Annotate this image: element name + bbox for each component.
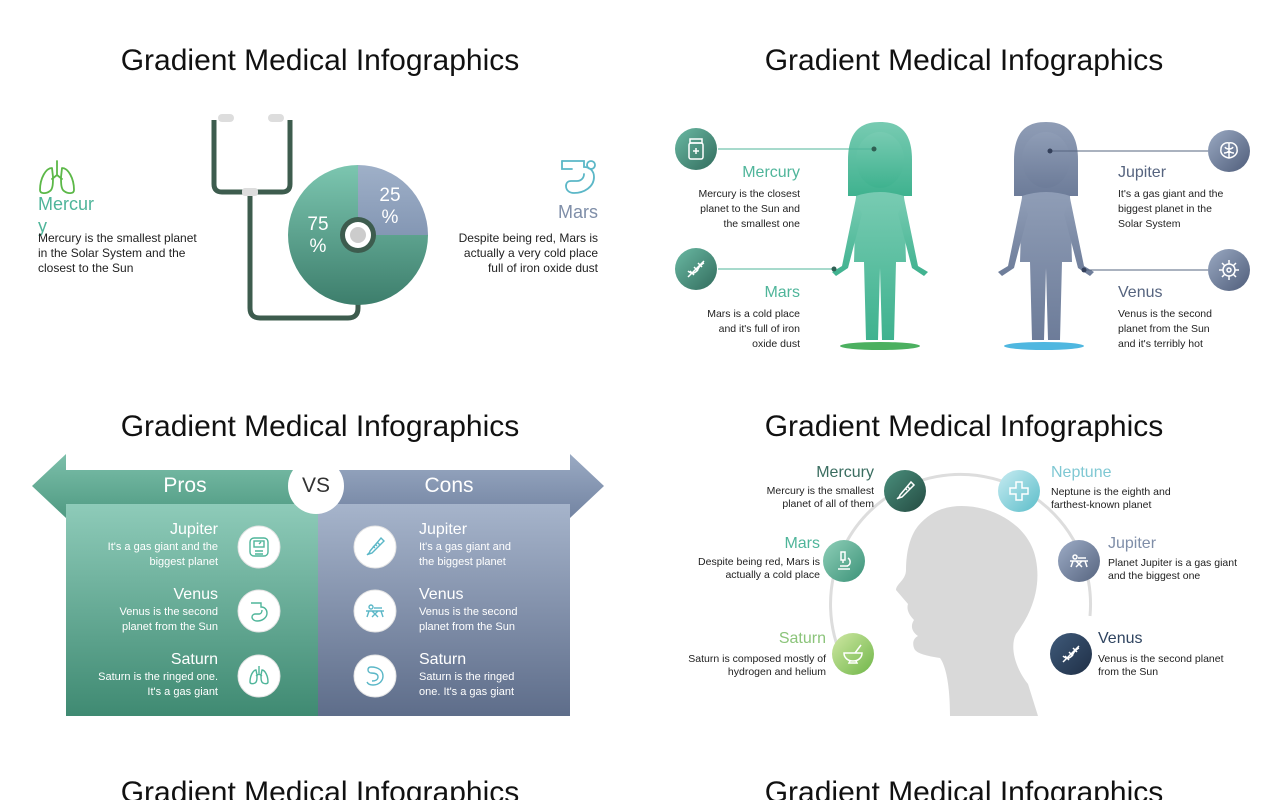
thermometer-icon (896, 480, 916, 500)
pros-item-3-title: Saturn (170, 651, 218, 668)
jupiter-text: Planet Jupiter is a gas giant and the bi… (1108, 557, 1237, 582)
slide-human-figures[interactable]: Gradient Medical Infographics (644, 0, 1280, 366)
brain-icon (1220, 142, 1238, 159)
pie-label-25: 25 % (379, 185, 401, 228)
lungs-icon (249, 666, 269, 685)
earpiece-right (268, 114, 284, 122)
slide-stethoscope[interactable]: Gradient Medical Infographics Mercur y M… (0, 0, 640, 366)
jupiter-title: Jupiter (1118, 164, 1167, 181)
stretcher-icon (366, 604, 384, 618)
female-figure-teal (832, 122, 928, 350)
virus-icon (1219, 260, 1239, 280)
pie-slice-25 (358, 165, 428, 235)
saturn-title: Saturn (778, 630, 826, 647)
slide-title: Gradient Medical Infographics (764, 776, 1164, 800)
dna-icon (1062, 645, 1080, 663)
stretcher-icon (1070, 554, 1088, 568)
mercury-title: Mercury (816, 464, 874, 481)
mercury-text: Mercury is the smallest planet in the So… (38, 231, 197, 275)
slide-partial-left[interactable]: Gradient Medical Infographics (0, 732, 640, 800)
pros-item-2-text: Venus is the second planet from the Sun (119, 606, 218, 633)
slide-head-profile[interactable]: Gradient Medical Infographics Mercury Me… (644, 366, 1280, 732)
mars-text: Mars is a cold place and it's full of ir… (707, 308, 800, 350)
mercury-text: Mercury is the smallest planet of all of… (766, 485, 874, 510)
jupiter-title: Jupiter (1108, 535, 1157, 552)
stomach-icon (561, 160, 596, 194)
slide-title: Gradient Medical Infographics (120, 776, 520, 800)
dna-icon (687, 260, 705, 278)
cons-item-2-title: Venus (419, 586, 464, 603)
cons-item-3-text: Saturn is the ringed one. It's a gas gia… (419, 671, 515, 698)
venus-text: Venus is the second planet from the Sun … (1118, 308, 1212, 350)
intestine-icon (366, 666, 384, 686)
vs-label: VS (301, 474, 330, 497)
jupiter-text: It's a gas giant and the biggest planet … (1118, 188, 1224, 230)
pie-label-75: 75 % (307, 214, 329, 257)
figures-graphic (675, 122, 1250, 350)
pros-item-1-text: It's a gas giant and the biggest planet (107, 541, 218, 568)
lungs-icon (39, 160, 75, 195)
pros-item-3-text: Saturn is the ringed one. It's a gas gia… (98, 671, 218, 698)
pros-item-1-title: Jupiter (169, 521, 218, 538)
mercury-title: Mercur y (38, 194, 95, 236)
neptune-text: Neptune is the eighth and farthest-known… (1051, 486, 1171, 511)
cons-item-3-title: Saturn (419, 651, 467, 668)
female-figure-slate (998, 122, 1094, 350)
slide-title: Gradient Medical Infographics (764, 410, 1164, 443)
slide-pros-cons[interactable]: Gradient Medical Infographics Pros VS Co… (0, 366, 640, 732)
head-silhouette (896, 506, 1038, 716)
mars-text: Despite being red, Mars is actually a co… (698, 556, 820, 581)
cons-item-1-title: Jupiter (419, 521, 468, 538)
slide-title: Gradient Medical Infographics (764, 44, 1164, 77)
venus-title: Venus (1118, 284, 1163, 301)
first-aid-icon (1009, 481, 1029, 501)
pros-label: Pros (163, 474, 207, 497)
neptune-title: Neptune (1051, 464, 1112, 481)
medicine-jar-icon (688, 138, 704, 160)
pros-cons-graphic (32, 454, 604, 716)
mars-text: Despite being red, Mars is actually a ve… (458, 231, 598, 275)
mars-title: Mars (558, 202, 598, 222)
mercury-title: Mercury (742, 164, 800, 181)
head-graphic (823, 470, 1100, 716)
mortar-icon (843, 644, 863, 664)
mars-title: Mars (764, 284, 800, 301)
saturn-text: Saturn is composed mostly of hydrogen an… (688, 653, 826, 678)
thermometer-icon (366, 536, 385, 556)
venus-text: Venus is the second planet from the Sun (1098, 653, 1224, 678)
arrow-right (316, 454, 604, 518)
microscope-icon (838, 551, 851, 570)
vs-circle (288, 458, 344, 514)
earpiece-left (218, 114, 234, 122)
venus-title: Venus (1098, 630, 1143, 647)
stomach-icon (251, 602, 268, 622)
cons-item-2-text: Venus is the second planet from the Sun (419, 606, 518, 633)
slide-title: Gradient Medical Infographics (120, 410, 520, 443)
cons-item-1-text: It's a gas giant and the biggest planet (419, 541, 511, 568)
pros-item-2-title: Venus (173, 586, 218, 603)
slide-partial-right[interactable]: Gradient Medical Infographics (644, 732, 1280, 800)
mercury-text: Mercury is the closest planet to the Sun… (698, 188, 800, 230)
cons-label: Cons (424, 474, 474, 497)
arrow-left (32, 454, 316, 518)
stethoscope-pie-chart (211, 114, 428, 321)
mars-title: Mars (784, 535, 820, 552)
scale-icon (249, 537, 269, 557)
slide-title: Gradient Medical Infographics (120, 44, 520, 77)
